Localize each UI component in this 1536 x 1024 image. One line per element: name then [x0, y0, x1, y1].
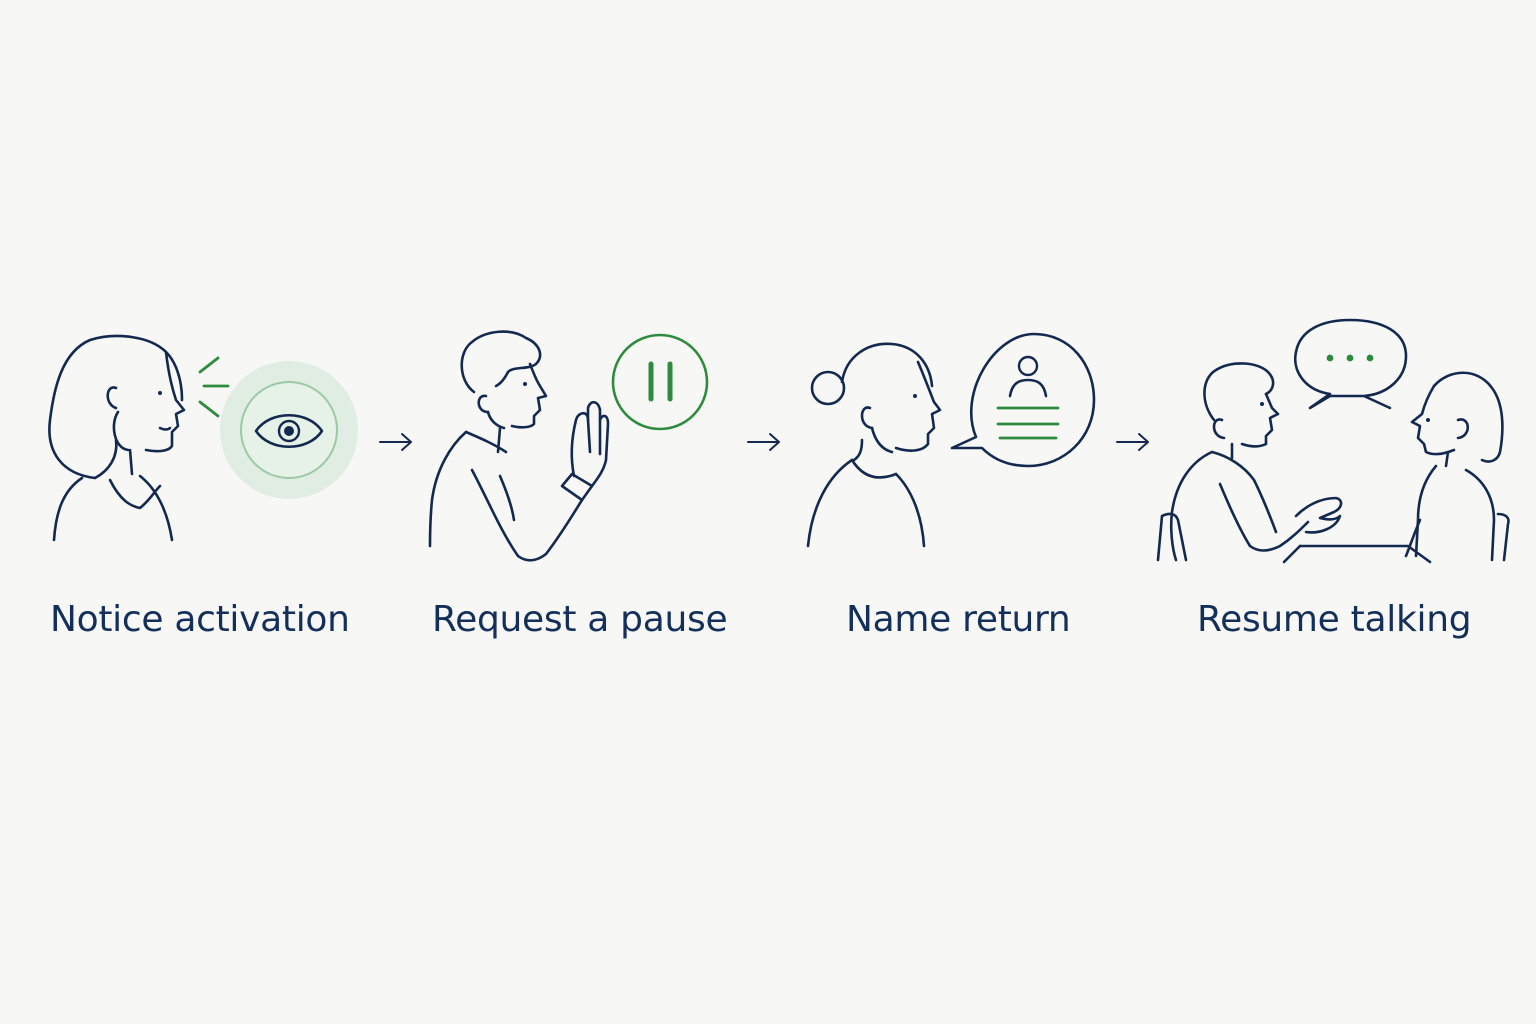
- man-seated-figure: [1156, 362, 1343, 562]
- step-4-illustration: [1156, 318, 1510, 564]
- pause-icon: [611, 333, 709, 431]
- step-label-notice-activation: Notice activation: [50, 599, 350, 640]
- eye-icon: [220, 361, 358, 499]
- woman-seated-figure: [1404, 371, 1510, 562]
- step-3-illustration: [806, 332, 1096, 548]
- activation-lines: [198, 356, 230, 418]
- step-label-request-pause: Request a pause: [432, 599, 728, 640]
- step-label-name-return: Name return: [846, 599, 1071, 640]
- person-speech-icon: [950, 332, 1096, 468]
- chat-bubble-icon: [1293, 318, 1408, 410]
- woman-bun-figure: [806, 342, 942, 548]
- arrow-3: [1116, 433, 1149, 451]
- arrow-2: [747, 433, 780, 451]
- step-1-illustration: [48, 334, 358, 542]
- woman-figure: [48, 334, 186, 542]
- arrow-1: [379, 433, 412, 451]
- table: [1282, 544, 1432, 564]
- raised-hand: [570, 400, 610, 488]
- man-figure: [428, 330, 594, 562]
- step-label-resume-talking: Resume talking: [1197, 599, 1472, 640]
- step-2-illustration: [428, 330, 709, 562]
